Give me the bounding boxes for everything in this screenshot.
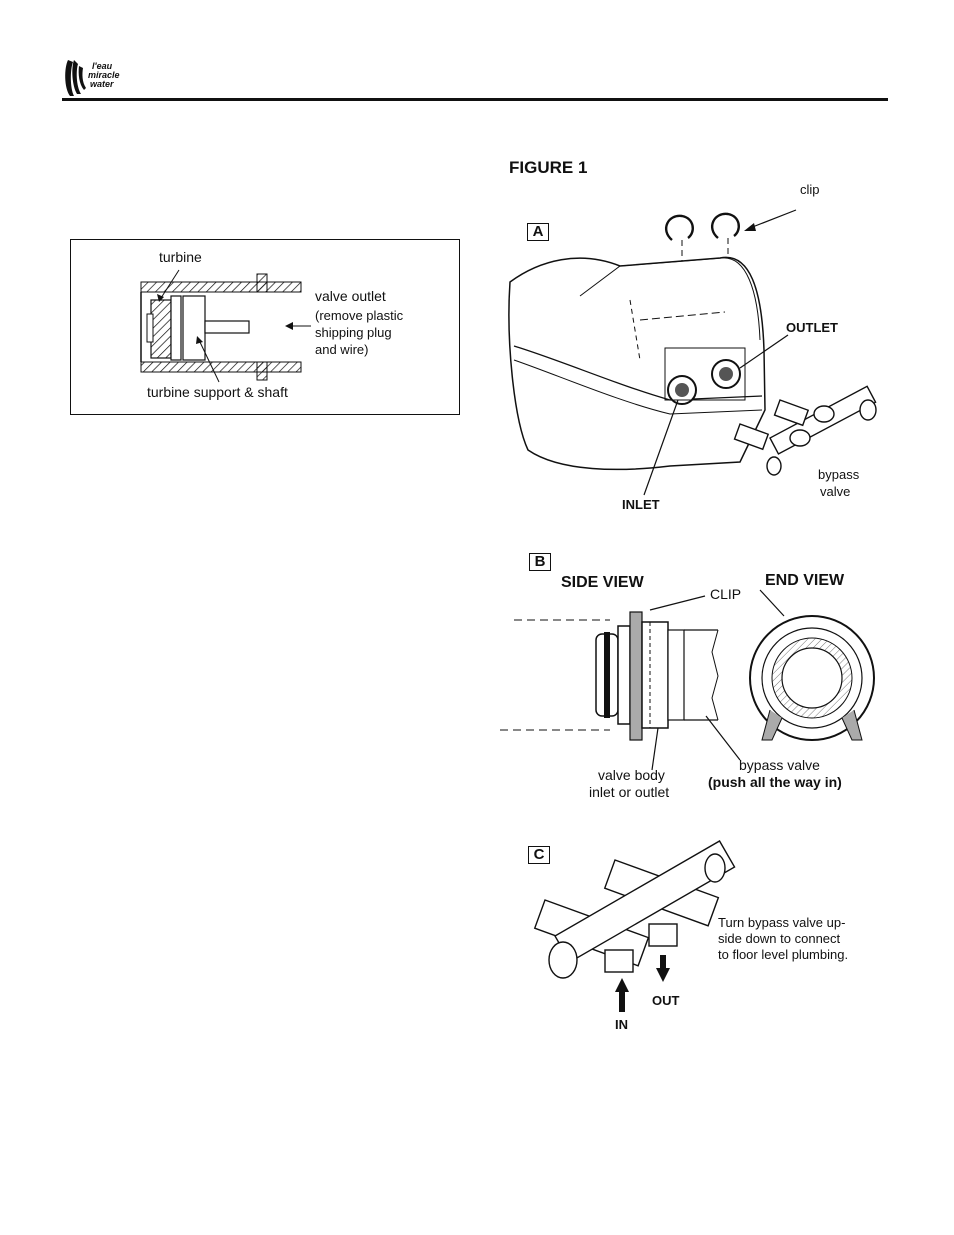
panel-a-drawing — [508, 209, 877, 496]
logo-line-3: water — [90, 79, 114, 89]
push-note: (push all the way in) — [708, 774, 842, 790]
logo-line-2: miracle — [88, 70, 120, 80]
turn-note-1: Turn bypass valve up- — [718, 915, 846, 930]
valve-body-label-2: inlet or outlet — [589, 784, 670, 800]
water-drop-logo-icon — [65, 60, 86, 96]
inlet-label: INLET — [622, 497, 660, 512]
panel-b-drawing — [500, 589, 875, 771]
figure-title: FIGURE 1 — [509, 158, 588, 177]
turn-note-3: to floor level plumbing. — [718, 947, 849, 962]
valve-outlet-note-2: shipping plug — [315, 325, 392, 340]
side-view-label: SIDE VIEW — [561, 574, 644, 591]
bypass-valve-label: bypass valve — [739, 757, 820, 773]
outlet-label: OUTLET — [786, 320, 838, 335]
turbine-support-label: turbine support & shaft — [147, 384, 288, 400]
panel-c-drawing — [533, 840, 736, 1012]
bypass-label-2: valve — [820, 484, 851, 499]
turn-note-2: side down to connect — [718, 931, 841, 946]
clip-label-b: CLIP — [710, 586, 742, 602]
valve-outlet-note-3: and wire) — [315, 342, 369, 357]
valve-outlet-note-1: (remove plastic — [315, 308, 404, 323]
turbine-figure: turbine valve outlet (remove plastic shi… — [70, 239, 460, 415]
clip-label-a: clip — [800, 182, 820, 197]
header-rule — [62, 98, 888, 101]
panel-a-letter: A — [527, 223, 549, 241]
logo-line-1: l'eau — [92, 61, 113, 71]
bypass-label-1: bypass — [818, 467, 860, 482]
turbine-label: turbine — [159, 249, 202, 265]
panel-c-letter: C — [528, 846, 550, 864]
in-label: IN — [615, 1017, 628, 1032]
valve-outlet-label: valve outlet — [315, 288, 386, 304]
end-view-label: END VIEW — [765, 572, 845, 589]
out-label: OUT — [652, 993, 680, 1008]
brand-logo: l'eau miracle water — [62, 58, 132, 98]
panel-b-letter: B — [529, 553, 551, 571]
valve-body-label-1: valve body — [598, 767, 665, 783]
turbine-diagram — [140, 269, 311, 383]
